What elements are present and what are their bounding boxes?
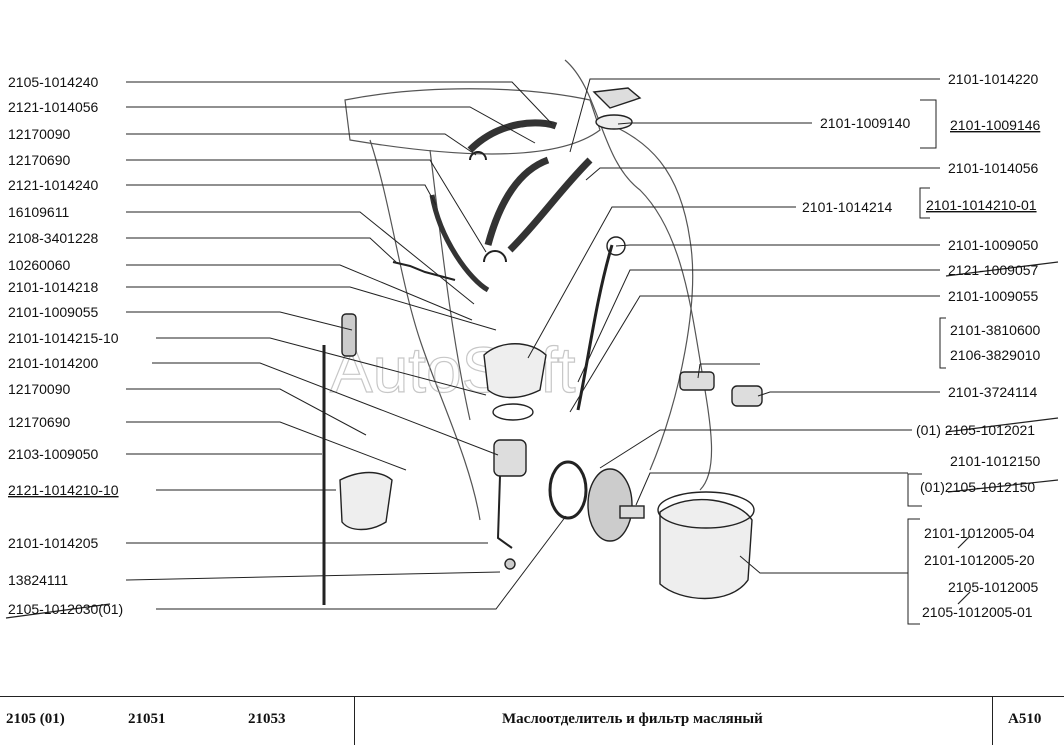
sensor xyxy=(679,371,715,391)
separator-left xyxy=(339,471,393,531)
hose-middle xyxy=(484,156,550,246)
part-label: 2101-1009140 xyxy=(820,115,911,131)
footer-model-3: 21053 xyxy=(248,711,286,727)
part-label: 2101-1014056 xyxy=(948,160,1039,176)
clamp-top xyxy=(469,151,487,161)
part-label: 2101-1009050 xyxy=(948,237,1039,253)
dipstick-handle xyxy=(341,313,357,357)
bolt xyxy=(504,558,516,570)
separator-bracket xyxy=(493,439,527,477)
footer-model-1: 2105 (01) xyxy=(6,711,65,727)
part-label: 2101-1014215-10 xyxy=(8,330,119,346)
part-label: 2106-3829010 xyxy=(950,347,1041,363)
part-label: 2101-1014220 xyxy=(948,71,1039,87)
hose-left xyxy=(429,194,490,293)
footer-separator xyxy=(354,697,355,745)
part-label: 12170690 xyxy=(8,152,71,168)
part-label: 2105-1012030(01) xyxy=(8,601,123,617)
part-label: 12170690 xyxy=(8,414,71,430)
left-label-group: 2105-1014240 2121-1014056 12170090 12170… xyxy=(8,74,123,617)
spring-clip xyxy=(392,261,456,281)
filler-cap-seal xyxy=(595,114,633,130)
sensor-cap xyxy=(731,385,763,407)
footer-model-2: 21051 xyxy=(128,711,166,727)
clamp-mid xyxy=(483,250,507,263)
footer-title: Маслоотделитель и фильтр масляный xyxy=(502,711,763,727)
footer-separator xyxy=(992,697,993,745)
oil-filter-top xyxy=(657,491,755,529)
part-label: 2121-1014056 xyxy=(8,99,99,115)
right-label-group: 2101-1014220 2101-1009140 2101-1009146 2… xyxy=(802,71,1041,620)
oil-filter xyxy=(659,498,753,600)
filter-fitting xyxy=(619,505,645,519)
part-label: 2101-1012005-04 xyxy=(924,525,1035,541)
hose-upper xyxy=(467,119,558,153)
part-label: 2121-1009057 xyxy=(948,262,1039,278)
separator-seal xyxy=(492,403,534,421)
part-label: 12170090 xyxy=(8,126,71,142)
part-label: 16109611 xyxy=(8,204,69,220)
part-label: 2101-1009055 xyxy=(8,304,99,320)
part-label: 2101-1014218 xyxy=(8,279,99,295)
hose-right xyxy=(507,157,593,253)
parts xyxy=(322,87,763,605)
part-label: 2101-1012150 xyxy=(950,453,1041,469)
footer-bar: 2105 (01) 21051 21053 Маслоотделитель и … xyxy=(0,696,1064,745)
part-label-underlined: 2121-1014210-10 xyxy=(8,482,119,498)
strike-marks xyxy=(5,261,1059,619)
part-label: (01)2105-1012150 xyxy=(920,479,1035,495)
part-label: 2101-1014200 xyxy=(8,355,99,371)
part-label: 13824111 xyxy=(8,572,68,588)
part-label-underlined: 2101-1014210-01 xyxy=(926,197,1037,213)
part-label: 2105-1012005-01 xyxy=(922,604,1033,620)
dipstick-loop xyxy=(606,236,626,256)
part-label: 2101-3810600 xyxy=(950,322,1041,338)
part-label: 2121-1014240 xyxy=(8,177,99,193)
brackets xyxy=(907,99,946,625)
part-label: 2101-1012005-20 xyxy=(924,552,1035,568)
part-label: 2101-1014214 xyxy=(802,199,893,215)
part-label: 2103-1009050 xyxy=(8,446,99,462)
dipstick-tube xyxy=(576,244,614,411)
part-label: (01) 2105-1012021 xyxy=(916,422,1035,438)
part-label: 10260060 xyxy=(8,257,71,273)
filter-adapter xyxy=(587,468,633,542)
part-label: 2105-1014240 xyxy=(8,74,99,90)
leader-lines xyxy=(125,78,940,610)
part-label: 2105-1012005 xyxy=(948,579,1039,595)
part-label: 2101-1009055 xyxy=(948,288,1039,304)
oil-separator-body xyxy=(483,343,547,399)
bracket-arm xyxy=(496,475,513,549)
part-label: 2101-3724114 xyxy=(948,384,1037,400)
part-label: 2108-3401228 xyxy=(8,230,99,246)
gasket-ring xyxy=(548,460,588,520)
filler-cap xyxy=(592,87,642,109)
footer-page-code: A510 xyxy=(1008,711,1042,727)
part-label: 12170090 xyxy=(8,381,71,397)
part-label: 2101-1014205 xyxy=(8,535,99,551)
part-label-underlined: 2101-1009146 xyxy=(950,117,1041,133)
